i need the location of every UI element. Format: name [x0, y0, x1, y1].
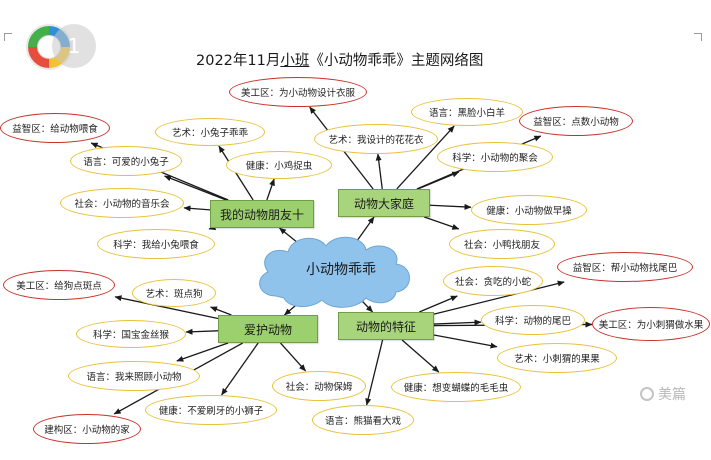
activity-node[interactable]: 科学：动物的尾巴 [481, 305, 585, 335]
activity-node[interactable]: 社会：贪吃的小蛇 [443, 266, 543, 296]
connector-arrow [433, 334, 498, 349]
activity-node[interactable]: 益智区：帮小动物找尾巴 [557, 252, 693, 282]
activity-node[interactable]: 科学：我给小兔喂食 [97, 229, 215, 259]
hub-protect-animals[interactable]: 爱护动物 [218, 315, 318, 343]
connector-arrow [114, 295, 219, 320]
activity-node[interactable]: 益智区：给动物喂食 [0, 113, 110, 143]
activity-node[interactable]: 语言：黑脸小白羊 [411, 98, 523, 126]
activity-node[interactable]: 艺术：小兔子乖乖 [155, 118, 265, 146]
title-year-suffix: 年 [232, 53, 248, 69]
activity-node[interactable]: 健康：想变蝴蝶的毛毛虫 [391, 372, 521, 402]
connector-arrow [280, 342, 307, 372]
activity-node[interactable]: 艺术：小刺猬的果果 [497, 343, 617, 373]
connector-arrow [221, 342, 259, 396]
center-cloud-icon [259, 236, 410, 308]
connector-arrow [176, 342, 229, 362]
activity-node[interactable]: 社会：小鸭找朋友 [449, 229, 555, 259]
connector-arrow [396, 125, 455, 190]
connector-arrow [429, 203, 472, 210]
connector-arrow [424, 216, 460, 230]
connector-arrow [419, 295, 458, 313]
title-suffix: 主题网络图 [410, 53, 484, 69]
activity-node[interactable]: 美工区：为小动物设计衣服 [229, 77, 367, 107]
hub-animal-family[interactable]: 动物大家庭 [338, 189, 430, 217]
connector-arrow [183, 205, 211, 212]
activity-node[interactable]: 健康：小鸡捉虫 [226, 151, 332, 179]
activity-node[interactable]: 建构区：小动物的家 [33, 414, 141, 444]
connector-arrow [417, 171, 460, 190]
crop-corner-top-left [4, 33, 12, 41]
connector-arrow [433, 319, 482, 326]
center-topic-label: 小动物乖乖 [306, 262, 376, 278]
title-class-name: 小班 [280, 53, 310, 69]
title-month: 11 [247, 53, 266, 69]
crop-corner-top-right [694, 33, 702, 41]
hub-my-animal-friends[interactable]: 我的动物朋友十 [210, 200, 314, 228]
diagram-title: 2022年11月小班《小动物乖乖》主题网络图 [196, 49, 526, 70]
watermark: 美篇 [640, 384, 686, 404]
hub-animal-features[interactable]: 动物的特征 [338, 312, 434, 340]
activity-node[interactable]: 美工区：给狗点斑点 [3, 270, 115, 300]
activity-node[interactable]: 美工区：为小刺猬做水果 [592, 307, 710, 341]
activity-node[interactable]: 社会：动物保姆 [272, 371, 366, 401]
activity-node[interactable]: 语言：熊猫看大戏 [312, 405, 414, 435]
title-year: 2022 [196, 53, 233, 69]
activity-node[interactable]: 科学：国宝金丝猴 [76, 320, 186, 348]
connector-arrow [185, 328, 219, 335]
connector-arrow [164, 175, 227, 201]
connector-arrow [266, 178, 275, 201]
activity-node[interactable]: 健康：小动物做早操 [471, 195, 587, 225]
connector-arrow [401, 339, 440, 373]
meipian-logo-icon [640, 387, 654, 401]
activity-node[interactable]: 艺术：斑点狗 [132, 279, 216, 307]
connector-arrow [210, 306, 232, 316]
connector-arrow [433, 280, 565, 315]
activity-node[interactable]: 社会：小动物的音乐会 [60, 188, 184, 218]
connector-arrow [208, 224, 217, 231]
title-theme: 《小动物乖乖》 [309, 53, 411, 69]
title-month-suffix: 月 [265, 53, 281, 69]
watermark-text: 美篇 [658, 387, 686, 403]
activity-node[interactable]: 艺术：我设计的花花衣 [314, 124, 438, 154]
page-number-badge[interactable]: 1 [52, 24, 96, 68]
connector-arrow [365, 339, 384, 406]
activity-node[interactable]: 语言：我来照顾小动物 [68, 361, 200, 391]
activity-node[interactable]: 益智区：点数小动物 [519, 106, 633, 136]
activity-node[interactable]: 健康：不爱刷牙的小狮子 [145, 395, 277, 425]
activity-node[interactable]: 语言：可爱的小兔子 [70, 146, 182, 176]
connector-arrow [375, 153, 383, 190]
activity-node[interactable]: 科学：小动物的聚会 [437, 142, 553, 172]
